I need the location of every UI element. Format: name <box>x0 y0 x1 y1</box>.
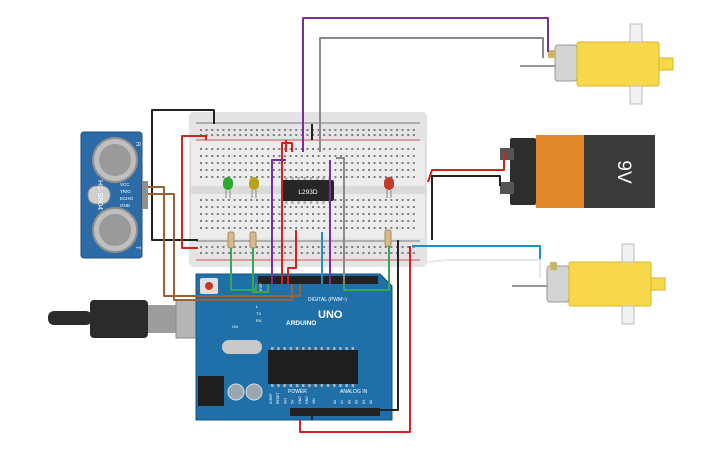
arduino-model-label: UNO <box>318 309 343 321</box>
wire-green <box>343 246 390 291</box>
wire-red <box>181 135 207 249</box>
arduino-uno: ARDUINO UNO DIGITAL (PWM~) POWER ANALOG … <box>195 273 393 421</box>
sensor-model-label: HC-SR04 <box>96 180 103 210</box>
power-pin-label: GND <box>305 396 309 404</box>
l293d-ic: L293D <box>282 177 334 204</box>
usb-cable <box>48 299 211 339</box>
motor-bottom <box>512 243 666 325</box>
arduino-on-label: ON <box>232 324 238 329</box>
power-pin-label: VIN <box>312 398 316 404</box>
wire-green <box>230 248 257 291</box>
arduino-analog-label: ANALOG IN <box>340 389 368 395</box>
sensor-pin-label-trig: TRIG <box>120 189 131 194</box>
arduino-tx-label: TX <box>256 311 261 316</box>
analog-pin-label: A3 <box>355 400 359 404</box>
ic-label: L293D <box>298 189 317 196</box>
motor-top <box>520 23 674 105</box>
led-green <box>223 177 233 198</box>
wire-blue <box>412 245 541 270</box>
led-yellow <box>249 177 259 198</box>
wire-purple <box>302 17 549 152</box>
ultrasonic-sensor: HC-SR04 R T VCC TRIG ECHO GND <box>80 131 148 259</box>
arduino-rx-label: RX <box>256 318 262 323</box>
wire-white <box>411 259 541 278</box>
wire-brown <box>148 193 293 301</box>
arduino-l-label: L <box>256 304 259 309</box>
mcu-pins <box>271 347 355 387</box>
l293d-pins <box>285 177 331 204</box>
wire-red <box>299 246 411 433</box>
leds <box>223 177 394 198</box>
analog-pin-label: A0 <box>333 400 337 404</box>
analog-pin-label: A5 <box>369 400 373 404</box>
wire-red <box>427 152 505 183</box>
wires <box>148 17 549 433</box>
arduino-digital-label: DIGITAL (PWM~) <box>308 297 347 303</box>
breadboard-holes <box>200 129 415 254</box>
battery-label: 9V <box>613 160 634 184</box>
power-pin-label: RESET <box>276 391 280 404</box>
wire-gray <box>336 157 345 284</box>
sensor-pin-label-vcc: VCC <box>120 182 130 187</box>
arduino-brand-label: ARDUINO <box>286 320 316 327</box>
battery-9v: 9V <box>500 135 655 208</box>
wire-brown <box>148 186 301 297</box>
arduino-power-label: POWER <box>288 389 307 395</box>
wire-black <box>151 109 215 241</box>
power-pin-label: GND <box>298 396 302 404</box>
sensor-side-label-r: R <box>134 142 140 147</box>
arduino-aref-label: AREF <box>259 283 263 292</box>
wire-gray <box>319 37 544 152</box>
power-pin-label: IOREF <box>269 393 273 404</box>
sensor-pin-label-echo: ECHO <box>120 196 134 201</box>
analog-pin-label: A4 <box>362 400 366 404</box>
wire-green <box>252 248 269 293</box>
wire-black <box>431 175 501 240</box>
analog-pin-label: A1 <box>340 400 344 404</box>
power-pin-label: 3V3 <box>283 398 287 404</box>
power-pin-label: 5V <box>291 399 295 404</box>
sensor-side-label-t: T <box>134 246 140 250</box>
wire-black <box>311 240 399 420</box>
wire-purple <box>271 159 286 284</box>
sensor-pin-label-gnd: GND <box>120 203 131 208</box>
led-red <box>384 177 394 198</box>
wire-red <box>287 230 297 284</box>
analog-pin-label: A2 <box>347 400 351 404</box>
